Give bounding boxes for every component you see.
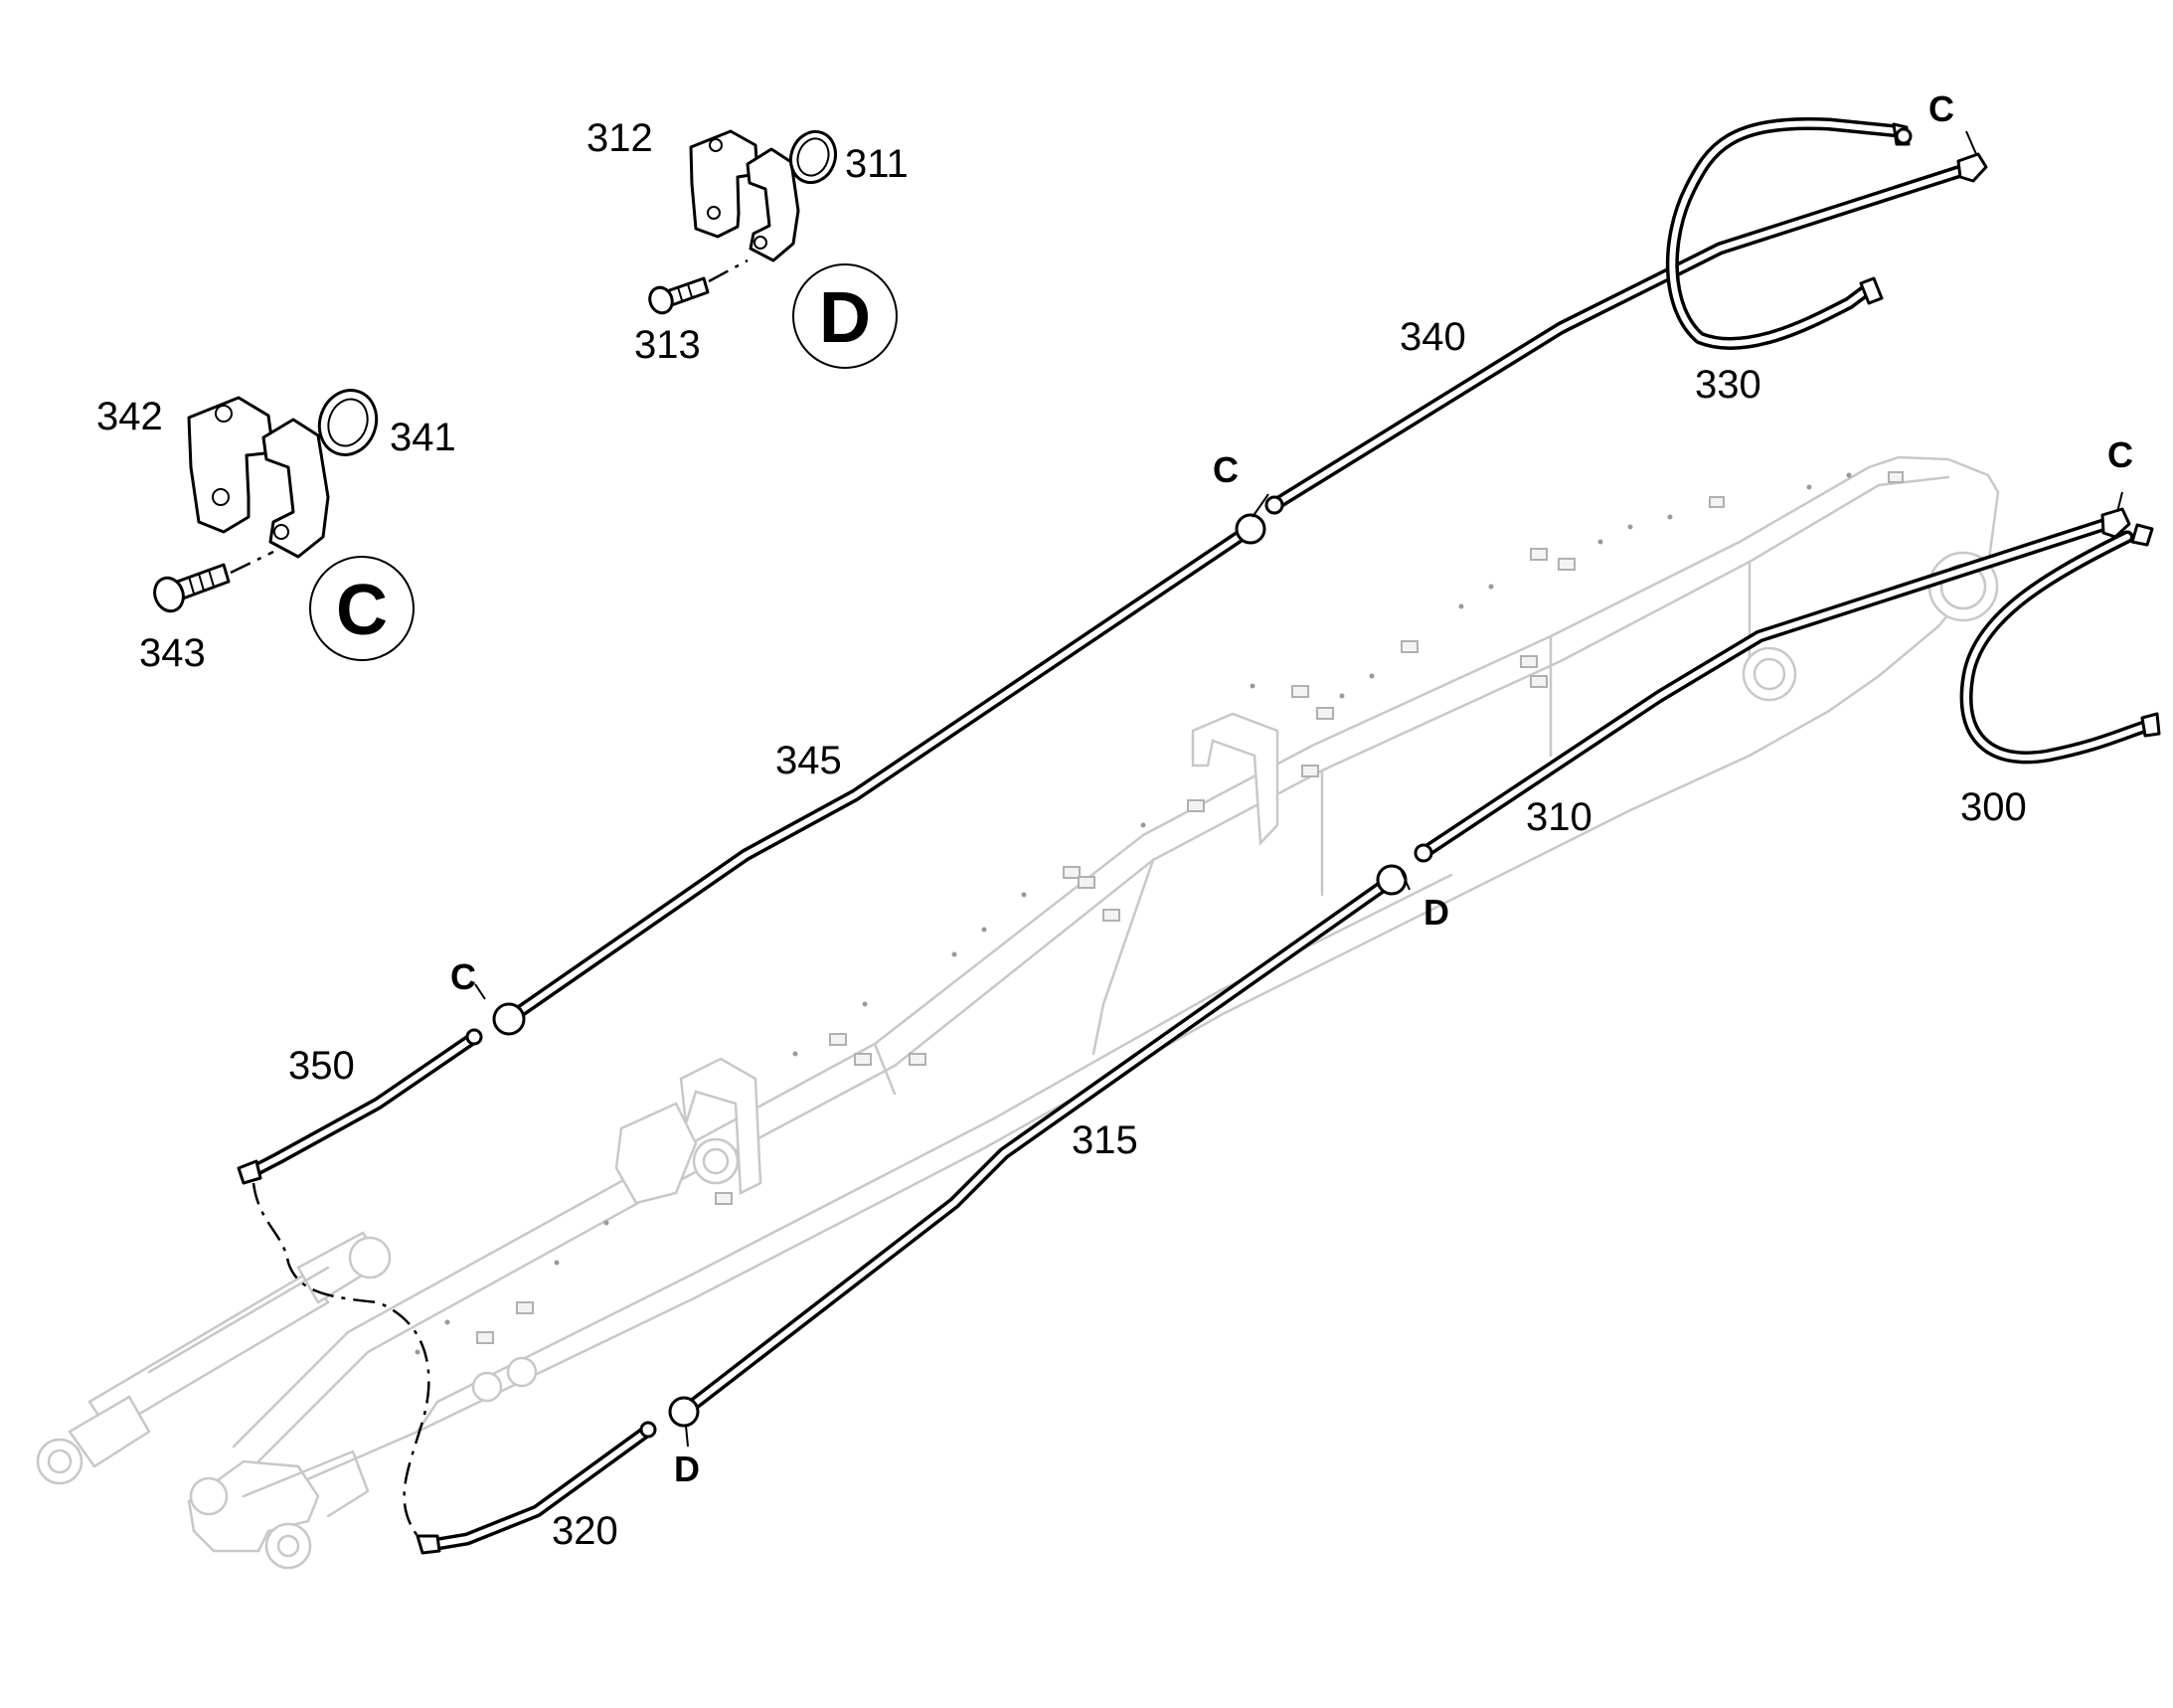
flange-fitting bbox=[492, 1002, 526, 1036]
detail-badge-d bbox=[792, 263, 898, 369]
flange-detail-d: D bbox=[648, 129, 898, 369]
callout-315: 315 bbox=[1072, 1118, 1138, 1162]
flange-fitting bbox=[668, 1396, 700, 1428]
callout-labels: 312 311 313 342 341 343 340 330 345 310 … bbox=[96, 116, 2027, 1553]
flange-fitting bbox=[1956, 152, 1988, 183]
callout-310: 310 bbox=[1526, 795, 1592, 839]
callout-350: 350 bbox=[288, 1044, 355, 1088]
hose-320 bbox=[416, 1421, 657, 1555]
hose-330 bbox=[1665, 116, 1913, 350]
flange-bolt bbox=[153, 563, 231, 613]
routing-path bbox=[251, 1182, 430, 1537]
connection-c-label: C bbox=[2107, 434, 2133, 475]
flange-fitting bbox=[1235, 513, 1266, 545]
callout-312: 312 bbox=[586, 116, 653, 160]
hose-350 bbox=[237, 1028, 483, 1185]
detail-badge-c bbox=[309, 556, 415, 661]
connection-letters: C C C C D D bbox=[450, 88, 2133, 1489]
callout-320: 320 bbox=[552, 1509, 618, 1553]
hose-300 bbox=[1959, 523, 2161, 765]
split-flange-half-front bbox=[261, 418, 330, 559]
tube-345 bbox=[492, 513, 1266, 1036]
callout-313: 313 bbox=[634, 323, 701, 367]
callout-342: 342 bbox=[96, 395, 163, 438]
callout-340: 340 bbox=[1400, 315, 1466, 359]
callout-345: 345 bbox=[775, 739, 842, 782]
boom-outline bbox=[36, 455, 2000, 1570]
connection-c-label: C bbox=[1928, 88, 1954, 129]
detail-badge-c-label: C bbox=[336, 571, 388, 650]
tube-340 bbox=[1264, 152, 1988, 515]
flange-bolt-d bbox=[648, 276, 710, 315]
detail-badge-d-label: D bbox=[819, 278, 871, 358]
connection-c-label: C bbox=[1213, 449, 1239, 490]
callout-343: 343 bbox=[139, 631, 206, 675]
split-flange-half-rear-d bbox=[689, 129, 759, 239]
split-flange-half-front-d bbox=[746, 147, 800, 262]
callout-311: 311 bbox=[845, 142, 909, 186]
connection-c-label: C bbox=[450, 956, 476, 997]
connection-d-label: D bbox=[674, 1449, 700, 1489]
o-ring-d bbox=[788, 129, 838, 185]
flange-detail-c: C bbox=[153, 389, 415, 661]
flange-fitting bbox=[2100, 507, 2131, 539]
callout-330: 330 bbox=[1695, 363, 1761, 407]
o-ring bbox=[317, 389, 379, 456]
callout-300: 300 bbox=[1960, 785, 2027, 829]
tube-315 bbox=[668, 864, 1408, 1428]
tube-310 bbox=[1414, 507, 2131, 863]
split-flange-half-rear bbox=[187, 396, 275, 534]
callout-341: 341 bbox=[390, 416, 456, 459]
connection-d-label: D bbox=[1423, 892, 1449, 933]
